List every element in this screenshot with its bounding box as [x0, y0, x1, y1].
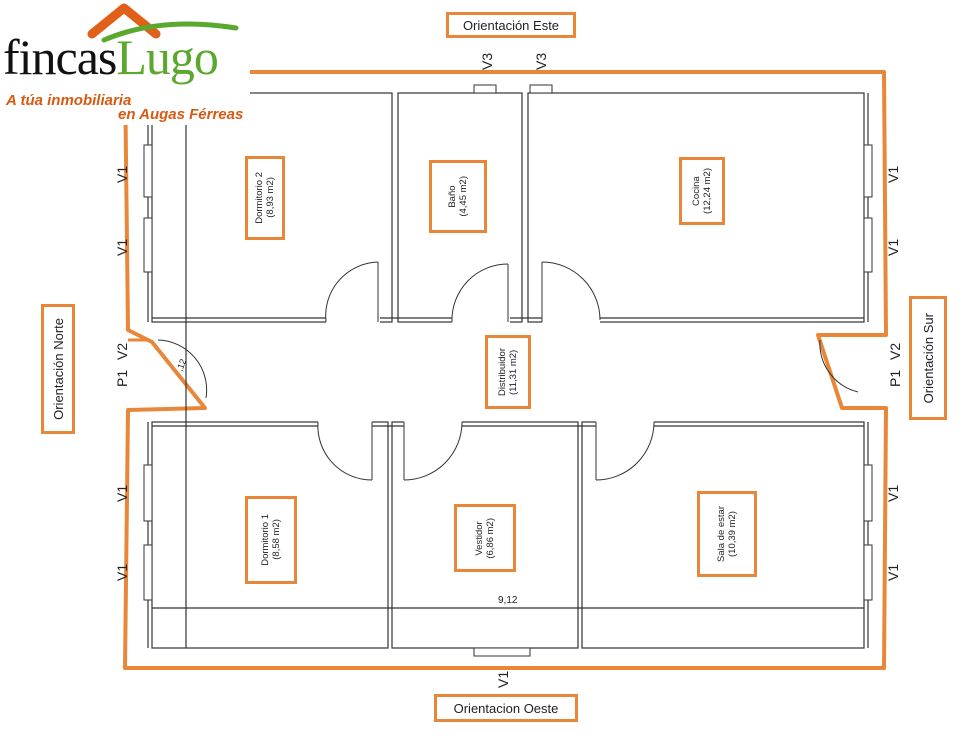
- house-outline: [123, 70, 888, 670]
- room-label-sala-de-estar: Sala de estar(10,39 m2): [697, 491, 757, 577]
- room-name: Baño: [447, 185, 458, 208]
- room-area: (10,39 m2): [727, 511, 738, 557]
- room-name: Dormitorio 1: [260, 514, 271, 566]
- windows: [143, 84, 873, 657]
- room-label-vestidor: Vestidor(6,86 m2): [454, 504, 516, 572]
- room-name: Sala de estar: [716, 506, 727, 562]
- slogan-line-2: en Augas Férreas: [118, 106, 244, 123]
- room-area: (8,58 m2): [271, 519, 282, 561]
- window-label: V1: [885, 564, 901, 581]
- room-label-bano: Baño(4,45 m2): [429, 160, 487, 233]
- door-swings: [157, 261, 859, 481]
- door-width-dimension: ,12: [174, 358, 188, 373]
- room-area: (8,93 m2): [265, 177, 276, 219]
- window-label: V2: [114, 343, 130, 360]
- brand-name: fincasLugo: [3, 29, 219, 85]
- window-label: V1: [114, 564, 130, 581]
- room-area: (11,31 m2): [508, 349, 519, 395]
- window-label: V2: [887, 343, 903, 360]
- orientation-east-label: Orientación Este: [446, 12, 576, 38]
- room-label-dormitorio-1: Dormitorio 1(8,58 m2): [245, 496, 297, 584]
- room-area: (6,86 m2): [485, 517, 496, 559]
- window-label: V1: [495, 671, 511, 688]
- total-width-dimension: 9,12: [498, 595, 518, 606]
- orientation-north-label: Orientación Norte: [41, 304, 75, 434]
- room-area: (4,45 m2): [458, 176, 469, 217]
- room-name: Cocina: [691, 176, 702, 206]
- orientation-south-label: Orientación Sur: [909, 296, 947, 420]
- window-label: V1: [114, 239, 130, 256]
- room-name: Vestidor: [474, 520, 485, 556]
- room-label-dormitorio-2: Dormitorio 2(8,93 m2): [245, 156, 285, 240]
- door-label: P1: [114, 370, 130, 387]
- room-name: Dormitorio 2: [254, 172, 265, 224]
- window-label: V3: [533, 53, 549, 70]
- window-label: V1: [885, 485, 901, 502]
- orientation-west-label: Orientacion Oeste: [434, 694, 578, 722]
- logo: fincasLugo A túa inmobiliaria en Augas F…: [0, 0, 250, 125]
- door-label: P1: [887, 370, 903, 387]
- window-label: V1: [114, 485, 130, 502]
- brand-part-2: Lugo: [116, 29, 219, 85]
- green-swoosh-icon: [101, 21, 239, 43]
- room-area: (12,24 m2): [702, 168, 713, 214]
- window-label: V1: [885, 239, 901, 256]
- room-label-cocina: Cocina(12,24 m2): [679, 157, 725, 225]
- slogan-line-1: A túa inmobiliaria: [6, 92, 132, 109]
- window-label: V1: [114, 166, 130, 183]
- brand-part-1: fincas: [3, 29, 117, 85]
- window-label: V1: [885, 166, 901, 183]
- window-label: V3: [479, 53, 495, 70]
- room-name: Distribuidor: [497, 347, 508, 397]
- walls: [147, 92, 869, 649]
- room-label-distribuidor: Distribuidor(11,31 m2): [485, 335, 531, 409]
